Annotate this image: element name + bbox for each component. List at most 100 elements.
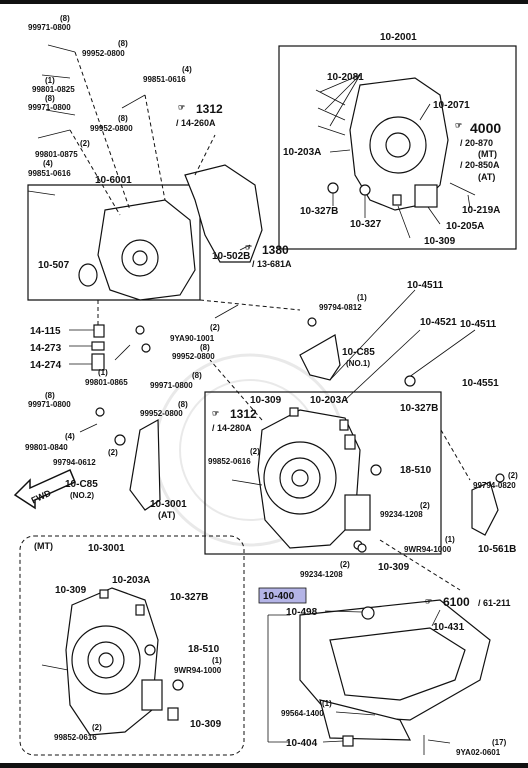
- rear-housing-part: [349, 77, 449, 211]
- callout-10-203A-top: 10-203A: [283, 147, 321, 158]
- front-housing-mt: [41, 587, 184, 736]
- mt-variant-box: [19, 535, 245, 756]
- bracket-10-C85-no2: [129, 418, 161, 511]
- callout-10-327B-bl: 10-327B: [170, 592, 208, 603]
- callout-99794-0612: 99794-0612: [53, 458, 96, 467]
- fwd-arrow-icon: [13, 468, 76, 510]
- callout-99801-0875: 99801-0875: [35, 150, 78, 159]
- callout-99794-0812: 99794-0812: [319, 303, 362, 312]
- callout-10-309-bl2: 10-309: [190, 719, 222, 730]
- callout-14-115: 14-115: [30, 326, 61, 337]
- qty-99801-0840: (4): [65, 432, 75, 441]
- callout-99952-0800-d: 99952-0800: [140, 409, 183, 418]
- ref-icon-1380: ☞: [245, 243, 252, 252]
- callout-99952-0800-c: 99952-0800: [172, 352, 215, 361]
- callout-9WR94-1000-b: 9WR94-1000: [174, 666, 222, 675]
- qty-99794-0612: (2): [108, 448, 118, 457]
- callout-10-2081: 10-2081: [327, 72, 364, 83]
- front-bolts: [27, 44, 166, 216]
- callout-10-561B: 10-561B: [478, 544, 516, 555]
- qty-99801-0875: (2): [80, 139, 90, 148]
- callout-10-400: 10-400: [263, 591, 295, 602]
- rear-studs: [315, 89, 476, 206]
- callout-10-309-mid: 10-309: [250, 395, 282, 406]
- callout-99794-0820: 99794-0820: [473, 481, 516, 490]
- callout-10-507: 10-507: [38, 260, 70, 271]
- callout-99971-0800-b: 99971-0800: [28, 103, 71, 112]
- callout-10-327B-mid: 10-327B: [400, 403, 438, 414]
- label-mt: (MT): [34, 541, 53, 551]
- oil-fittings-left: [69, 300, 239, 371]
- qty-99564-1400: (1): [322, 699, 332, 708]
- left-small-fasteners: [79, 407, 126, 446]
- ref-icon-6100: ☞: [425, 597, 432, 606]
- callout-10-431: 10-431: [433, 622, 465, 633]
- callout-ref-4000-d: (AT): [478, 172, 495, 182]
- qty-9YA90-1001: (2): [210, 323, 220, 332]
- qty-99851-0616-a: (4): [43, 159, 53, 168]
- callout-ref-1380: 1380: [262, 243, 289, 257]
- qty-99794-0812: (1): [357, 293, 367, 302]
- callout-10-219A: 10-219A: [462, 205, 500, 216]
- qty-99801-0865: (1): [98, 368, 108, 377]
- callout-10-4511-b: 10-4511: [460, 319, 497, 330]
- qty-99234-1208-b: (2): [340, 560, 350, 569]
- callout-99234-1208-b: 99234-1208: [300, 570, 343, 579]
- callout-14-274: 14-274: [30, 360, 62, 371]
- qty-9YA02-0601: (17): [492, 738, 507, 747]
- callout-10-404: 10-404: [286, 738, 318, 749]
- callout-99564-1400: 99564-1400: [281, 709, 324, 718]
- qty-9WR94-1000-a: (1): [445, 535, 455, 544]
- callout-10-309-bl: 10-309: [55, 585, 87, 596]
- qty-99952-0800-b: (8): [118, 114, 128, 123]
- callout-10-502B: 10-502B: [212, 251, 250, 262]
- callout-10-6001: 10-6001: [95, 175, 132, 186]
- callout-10-2001: 10-2001: [380, 32, 417, 43]
- callout-ref-4000-a: / 20-870: [460, 138, 493, 148]
- callout-10-327B-top: 10-327B: [300, 206, 338, 217]
- qty-99852-0616-b: (2): [92, 723, 102, 732]
- callout-ref-1380-sub: / 13-681A: [252, 259, 292, 269]
- callout-99852-0616-b: 99852-0616: [54, 733, 97, 742]
- callout-99851-0616-b: 99851-0616: [143, 75, 186, 84]
- callout-10-205A: 10-205A: [446, 221, 484, 232]
- qty-99971-0800-c: (8): [192, 371, 202, 380]
- callout-ref-1312-a-sub: / 14-260A: [176, 118, 216, 128]
- oil-pan-part: [299, 599, 491, 755]
- leaders-top-box: [319, 74, 471, 239]
- qty-99971-0800-d: (8): [45, 391, 55, 400]
- leaders-oil-pan: [322, 609, 451, 744]
- callout-ref-6100-sub: / 61-211: [478, 598, 511, 608]
- callout-10-C85-no1-sub: (NO.1): [346, 359, 370, 368]
- ref-icon-1312-b: ☞: [212, 409, 219, 418]
- callout-10-4551: 10-4551: [462, 378, 499, 389]
- callout-10-498: 10-498: [286, 607, 318, 618]
- callout-ref-4000: 4000: [470, 120, 501, 136]
- callout-99234-1208-a: 99234-1208: [380, 510, 423, 519]
- callout-10-4521: 10-4521: [420, 317, 457, 328]
- label-at: (AT): [158, 510, 175, 520]
- ref-icon-1312-a: ☞: [178, 103, 185, 112]
- front-cover-gasket: [184, 164, 263, 263]
- qty-99952-0800-a: (8): [118, 39, 128, 48]
- qty-99794-0820: (2): [508, 471, 518, 480]
- qty-99971-0800-b: (8): [45, 94, 55, 103]
- callout-10-4511-a: 10-4511: [407, 280, 444, 291]
- callout-99952-0800-a: 99952-0800: [82, 49, 125, 58]
- callout-9WR94-1000-a: 9WR94-1000: [404, 545, 452, 554]
- qty-99234-1208-a: (2): [420, 501, 430, 510]
- callout-99971-0800-c: 99971-0800: [150, 381, 193, 390]
- callout-ref-4000-c: / 20-850A: [460, 160, 500, 170]
- qty-99852-0616-a: (2): [250, 447, 260, 456]
- qty-99801-0825: (1): [45, 76, 55, 85]
- ref-icon-4000-arrow: ☞: [455, 121, 462, 130]
- callout-ref-1312-a: 1312: [196, 102, 223, 116]
- callout-labels: 10-2001 10-2081 10-2071 10-203A ☞ 4000 /…: [25, 14, 518, 757]
- bracket-10-C85-no1: [299, 334, 341, 381]
- qty-99971-0800-a: (8): [60, 14, 70, 23]
- callout-18-510-bl: 18-510: [188, 644, 220, 655]
- callout-10-309-mid2: 10-309: [378, 562, 410, 573]
- front-cover-part: [78, 199, 196, 301]
- leader-10-502B: [239, 244, 251, 251]
